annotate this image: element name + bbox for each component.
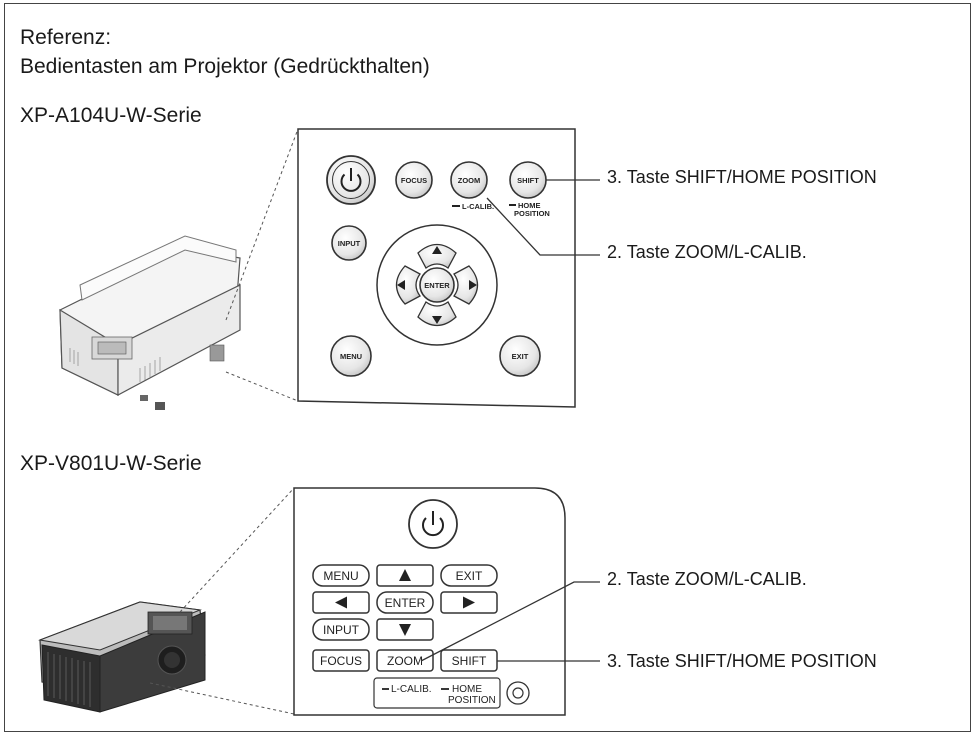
exit-button-a[interactable]: EXIT (499, 335, 541, 377)
shift-sub-label-2-b: POSITION (448, 695, 496, 706)
shift-sub-label-2-a: POSITION (514, 209, 550, 218)
exit-label-b: EXIT (456, 569, 483, 583)
exit-label-a: EXIT (512, 352, 529, 361)
leader-a-zoom (486, 197, 600, 256)
input-button-b[interactable]: INPUT (312, 618, 370, 641)
menu-label-a: MENU (340, 352, 362, 361)
zoom-sub-label-b: L-CALIB. (391, 684, 432, 695)
leader-b-zoom (420, 581, 600, 662)
focus-label-b: FOCUS (320, 654, 362, 668)
zoom-label-b: ZOOM (387, 654, 423, 668)
arrow-left-icon (397, 280, 405, 290)
projector-b-illustration (38, 601, 206, 713)
shift-button-b[interactable]: SHIFT (440, 649, 498, 672)
input-label-a: INPUT (338, 239, 361, 248)
enter-button-b[interactable]: ENTER (376, 591, 434, 614)
enter-label-a: ENTER (424, 281, 450, 290)
arrow-down-icon (399, 624, 411, 636)
callout-a-shift: 3. Taste SHIFT/HOME POSITION (607, 167, 877, 187)
zoom-button-b[interactable]: ZOOM (376, 649, 434, 672)
reference-heading: Referenz: (20, 26, 112, 49)
shift-label-a: SHIFT (517, 176, 539, 185)
enter-label-b: ENTER (385, 596, 426, 610)
callout-b-zoom: 2. Taste ZOOM/L-CALIB. (607, 569, 807, 589)
zoom-button-a[interactable]: ZOOM (450, 161, 488, 199)
input-button-a[interactable]: INPUT (331, 225, 367, 261)
dpad-a: ENTER (376, 224, 498, 346)
focus-label-a: FOCUS (401, 176, 427, 185)
shift-label-b: SHIFT (452, 654, 487, 668)
shift-sub-label-1-b: HOME (452, 684, 482, 695)
callout-a-zoom: 2. Taste ZOOM/L-CALIB. (607, 242, 807, 262)
series-b-title: XP-V801U-W-Serie (20, 452, 202, 475)
enter-button-a[interactable]: ENTER (419, 267, 455, 303)
focus-button-b[interactable]: FOCUS (312, 649, 370, 672)
arrow-up-icon (399, 569, 411, 581)
arrow-up-icon (432, 246, 442, 254)
dpad-left-button-a[interactable] (395, 265, 421, 305)
dpad-right-button-a[interactable] (453, 265, 479, 305)
menu-label-b: MENU (323, 569, 358, 583)
projector-a-illustration (59, 235, 241, 410)
arrow-right-icon (469, 280, 477, 290)
function-sublabel-box-b (373, 677, 501, 709)
input-label-b: INPUT (323, 623, 360, 637)
arrow-down-icon (432, 316, 442, 324)
shift-button-a[interactable]: SHIFT (509, 161, 547, 199)
power-icon (422, 511, 444, 537)
zoom-label-a: ZOOM (458, 176, 481, 185)
focus-button-a[interactable]: FOCUS (395, 161, 433, 199)
menu-button-a[interactable]: MENU (330, 335, 372, 377)
exit-button-b[interactable]: EXIT (440, 564, 498, 587)
callout-b-shift: 3. Taste SHIFT/HOME POSITION (607, 651, 877, 671)
menu-button-b[interactable]: MENU (312, 564, 370, 587)
arrow-left-icon (335, 596, 347, 609)
series-a-title: XP-A104U-W-Serie (20, 104, 202, 127)
arrow-right-icon (463, 596, 475, 609)
zoom-sub-label-a: L-CALIB. (462, 202, 494, 211)
dpad-down-button-a[interactable] (417, 301, 457, 327)
panel-screw (506, 681, 530, 705)
dpad-up-button-a[interactable] (417, 243, 457, 269)
reference-subheading: Bedientasten am Projektor (Gedrückthalte… (20, 55, 430, 78)
shift-sub-label-1-a: HOME (518, 201, 541, 210)
power-icon (340, 168, 362, 192)
